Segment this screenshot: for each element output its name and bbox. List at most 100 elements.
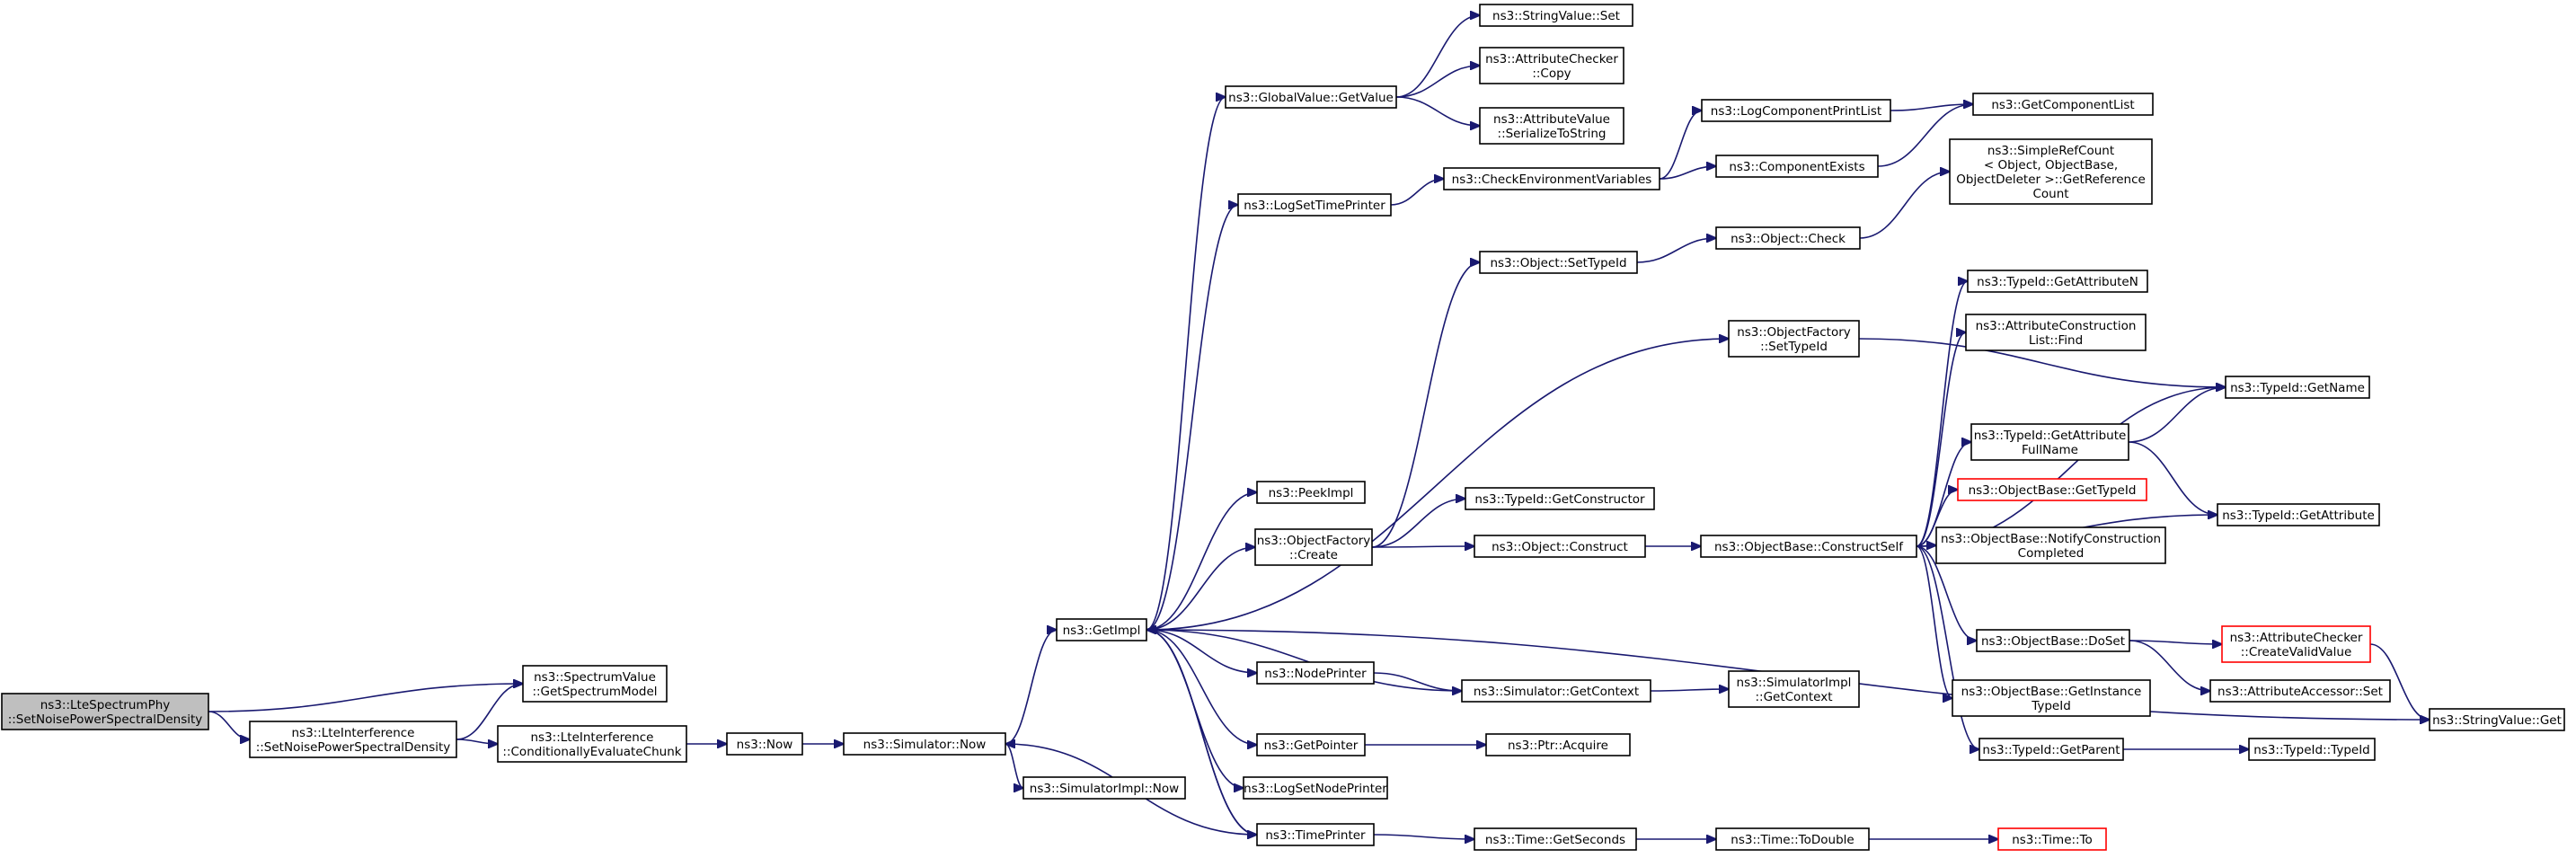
node-ptrAcquire[interactable]: ns3::Ptr::Acquire [1485, 733, 1631, 756]
edge-getImpl-to-peekImpl [1146, 492, 1257, 631]
node-label: ::ConditionallyEvaluateChunk [502, 745, 681, 759]
edge-getImpl-to-nodePrinter [1146, 629, 1257, 673]
node-root[interactable]: ns3::LteSpectrumPhy::SetNoisePowerSpectr… [1, 693, 209, 730]
node-compExists[interactable]: ns3::ComponentExists [1715, 155, 1879, 178]
node-box [1256, 823, 1375, 846]
node-obNotify[interactable]: ns3::ObjectBase::NotifyConstructionCompl… [1935, 526, 2166, 564]
node-box [1997, 827, 2107, 851]
edge-logCPL-to-getCompList [1890, 104, 1973, 111]
node-box [1972, 93, 2154, 116]
node-tidGetName[interactable]: ns3::TypeId::GetName [2225, 376, 2370, 399]
edge-logTP-to-checkEnv [1390, 179, 1444, 206]
node-lteCond[interactable]: ns3::LteInterference::ConditionallyEvalu… [497, 725, 687, 763]
node-simImplGetCtx[interactable]: ns3::SimulatorImpl::GetContext [1728, 670, 1860, 708]
node-label: ns3::TypeId::GetAttribute [2222, 509, 2375, 523]
node-ofCreate[interactable]: ns3::ObjectFactory::Create [1254, 528, 1373, 566]
node-srcGetRef[interactable]: ns3::SimpleRefCount< Object, ObjectBase,… [1949, 138, 2153, 205]
node-timePrinter[interactable]: ns3::TimePrinter [1256, 823, 1375, 846]
node-label: ns3::NodePrinter [1264, 667, 1367, 681]
node-label: ns3::Object::Check [1731, 232, 1846, 246]
node-getCompList[interactable]: ns3::GetComponentList [1972, 93, 2154, 116]
node-tidGetAttrN[interactable]: ns3::TypeId::GetAttributeN [1967, 270, 2148, 293]
node-acCreateValid[interactable]: ns3::AttributeChecker::CreateValidValue [2221, 625, 2371, 663]
node-box [1952, 679, 2151, 717]
node-label: ns3::LteSpectrumPhy [40, 698, 171, 712]
node-checkEnv[interactable]: ns3::CheckEnvironmentVariables [1443, 167, 1660, 190]
node-lteSet[interactable]: ns3::LteInterference::SetNoisePowerSpect… [249, 721, 457, 758]
node-box [1254, 528, 1373, 566]
edge-timePrinter-to-getImpl [1146, 630, 1258, 836]
node-logNP[interactable]: ns3::LogSetNodePrinter [1243, 776, 1388, 800]
node-label: ns3::ObjectBase::DoSet [1981, 634, 2125, 649]
node-label: ns3::AttributeAccessor::Set [2217, 685, 2383, 699]
node-acCopy[interactable]: ns3::AttributeChecker::Copy [1479, 47, 1624, 84]
node-label: ns3::SimpleRefCount [1987, 144, 2114, 158]
node-strSet[interactable]: ns3::StringValue::Set [1479, 4, 1633, 27]
node-simImplNow[interactable]: ns3::SimulatorImpl::Now [1022, 776, 1186, 800]
node-objConstruct[interactable]: ns3::Object::Construct [1474, 535, 1646, 558]
node-label: ns3::GetImpl [1063, 624, 1141, 638]
node-box [1728, 670, 1860, 708]
node-box [522, 665, 668, 703]
node-label: ns3::StringValue::Set [1492, 9, 1620, 23]
node-label: ::GetSpectrumModel [532, 685, 657, 699]
node-label: ns3::LteInterference [531, 730, 654, 745]
edge-checkEnv-to-compExists [1659, 166, 1716, 180]
node-peekImpl[interactable]: ns3::PeekImpl [1256, 481, 1366, 504]
node-objSetTid[interactable]: ns3::Object::SetTypeId [1479, 251, 1638, 274]
node-avSer[interactable]: ns3::AttributeValue::SerializeToString [1479, 107, 1624, 145]
node-box [1715, 155, 1879, 178]
node-gvGet[interactable]: ns3::GlobalValue::GetValue [1225, 85, 1397, 109]
node-tidGetAttr[interactable]: ns3::TypeId::GetAttribute [2217, 503, 2380, 526]
node-svgsm[interactable]: ns3::SpectrumValue::GetSpectrumModel [522, 665, 668, 703]
node-label: ns3::ObjectBase::GetTypeId [1969, 483, 2137, 498]
node-getPointer[interactable]: ns3::GetPointer [1256, 733, 1366, 756]
node-now[interactable]: ns3::Now [726, 732, 803, 756]
node-label: TypeId [2031, 699, 2071, 713]
node-timeGetSec[interactable]: ns3::Time::GetSeconds [1474, 827, 1637, 851]
edge-obConstructSelf-to-aclFind [1916, 332, 1966, 547]
node-objCheck[interactable]: ns3::Object::Check [1715, 226, 1861, 250]
node-label: ::CreateValidValue [2241, 645, 2352, 659]
node-label: ns3::CheckEnvironmentVariables [1452, 172, 1652, 187]
edge-obConstructSelf-to-obGetTid [1916, 490, 1958, 547]
edge-getImpl-to-gvGet [1146, 97, 1226, 631]
node-obConstructSelf[interactable]: ns3::ObjectBase::ConstructSelf [1700, 535, 1917, 558]
node-simGetCtx[interactable]: ns3::Simulator::GetContext [1461, 679, 1651, 703]
node-obGetTid[interactable]: ns3::ObjectBase::GetTypeId [1957, 478, 2147, 501]
node-label: ns3::TypeId::GetConstructor [1474, 492, 1645, 507]
node-box [1022, 776, 1186, 800]
node-box [2225, 376, 2370, 399]
node-label: ObjectDeleter >::GetReference [1956, 172, 2146, 187]
node-aaSet[interactable]: ns3::AttributeAccessor::Set [2209, 679, 2391, 703]
node-nodePrinter[interactable]: ns3::NodePrinter [1256, 661, 1375, 685]
node-getImpl[interactable]: ns3::GetImpl [1056, 618, 1147, 641]
node-tidTypeId[interactable]: ns3::TypeId::TypeId [2248, 738, 2376, 761]
node-tidGetCtor[interactable]: ns3::TypeId::GetConstructor [1465, 487, 1655, 510]
edge-tidGetAttrFull-to-tidGetName [2128, 387, 2226, 443]
node-label: ns3::ObjectBase::ConstructSelf [1714, 540, 1904, 554]
node-label: ::GetContext [1755, 690, 1832, 704]
node-box [1, 693, 209, 730]
node-logCPL[interactable]: ns3::LogComponentPrintList [1701, 99, 1891, 122]
node-timeToDouble[interactable]: ns3::Time::ToDouble [1715, 827, 1870, 851]
node-box [1443, 167, 1660, 190]
edge-obDoSet-to-aaSet [2129, 640, 2210, 691]
node-tidGetParent[interactable]: ns3::TypeId::GetParent [1978, 738, 2124, 761]
node-obDoSet[interactable]: ns3::ObjectBase::DoSet [1976, 629, 2130, 652]
node-ofSetTid[interactable]: ns3::ObjectFactory::SetTypeId [1728, 320, 1860, 358]
node-label: ns3::TypeId::TypeId [2253, 743, 2370, 757]
node-label: ns3::ObjectBase::NotifyConstruction [1941, 532, 2161, 546]
node-strGet[interactable]: ns3::StringValue::Get [2429, 708, 2565, 731]
node-box [1256, 733, 1366, 756]
edge-simNow-to-simImplNow [1005, 743, 1023, 788]
edge-getImpl-to-getPointer [1146, 629, 1257, 745]
node-logTP[interactable]: ns3::LogSetTimePrinter [1237, 193, 1392, 217]
node-timeTo[interactable]: ns3::Time::To [1997, 827, 2107, 851]
edge-obConstructSelf-to-obDoSet [1916, 545, 1977, 641]
edge-timePrinter-to-timeGetSec [1373, 834, 1474, 839]
node-simNow[interactable]: ns3::Simulator::Now [843, 732, 1006, 756]
